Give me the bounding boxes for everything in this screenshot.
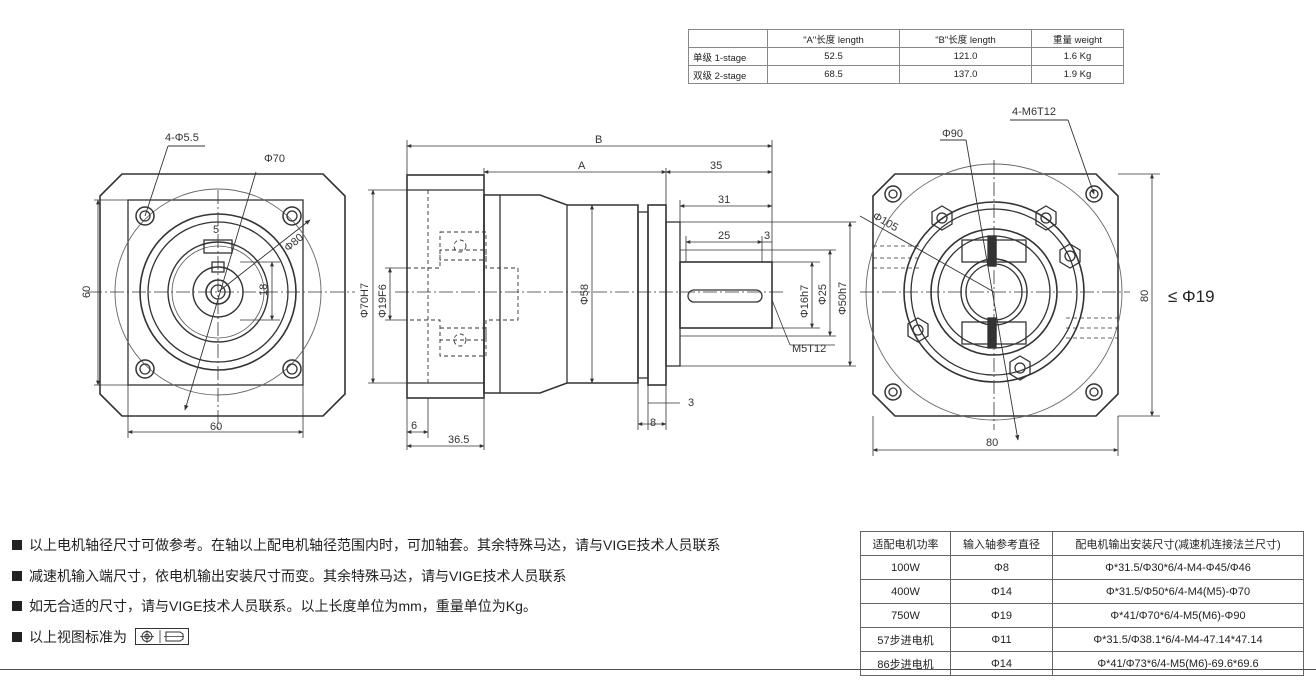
list-item: 以上电机轴径尺寸可做参考。在轴以上配电机轴径范围内时，可加轴套。其余特殊马达，请… — [12, 530, 720, 561]
motor-table: 适配电机功率 输入轴参考直径 配电机输出安装尺寸(减速机连接法兰尺寸) 100W… — [860, 531, 1304, 676]
list-item: 以上视图标准为 — [12, 622, 720, 653]
table-row: 100W Φ8 Φ*31.5/Φ30*6/4-M4-Φ45/Φ46 — [860, 555, 1304, 580]
motor-cell: Φ8 — [950, 555, 1053, 580]
front-height-label: 60 — [81, 286, 93, 298]
bullet-square-icon — [12, 540, 22, 551]
hole-spec-label: 4-Φ5.5 — [165, 132, 199, 144]
bullet-square-icon — [12, 601, 22, 612]
rear-pcd90-label: Φ90 — [942, 128, 963, 140]
note-text: 如无合适的尺寸，请与VIGE技术人员联系。以上长度单位为mm，重量单位为Kg。 — [29, 598, 537, 614]
pilot-diameter-label: Φ70H7 — [359, 283, 371, 318]
list-item: 减速机输入端尺寸，依电机输出安装尺寸而变。其余特殊马达，请与VIGE技术人员联系 — [12, 561, 720, 592]
mount-hole — [282, 206, 302, 226]
table-row: 86步进电机 Φ14 Φ*41/Φ73*6/4-M5(M6)-69.6*69.6 — [860, 651, 1304, 676]
table-row: 双级 2-stage 68.5 137.0 1.9 Kg — [688, 65, 1124, 84]
motor-header: 适配电机功率 — [860, 531, 951, 556]
mount-hole — [282, 359, 302, 379]
spigot-diameter-label: Φ50h7 — [837, 282, 849, 315]
mount-hole — [135, 206, 155, 226]
mount-hole — [135, 359, 155, 379]
motor-header: 配电机输出安装尺寸(减速机连接法兰尺寸) — [1052, 531, 1304, 556]
motor-cell: 400W — [860, 579, 951, 604]
collar-diameter-label: Φ25 — [817, 284, 829, 305]
mount-hole — [884, 185, 902, 203]
rear-height-label: 80 — [1139, 290, 1151, 302]
bolt-head — [1009, 355, 1031, 381]
motor-cell: Φ*31.5/Φ50*6/4-M4(M5)-Φ70 — [1052, 579, 1304, 604]
bottom-divider — [0, 669, 1316, 670]
rear-view — [859, 119, 1160, 456]
dim-31-label: 31 — [718, 194, 730, 206]
motor-cell: 100W — [860, 555, 951, 580]
dim-35-label: 35 — [710, 160, 722, 172]
mount-hole — [1085, 383, 1103, 401]
body-diameter-label: Φ58 — [579, 284, 591, 305]
rear-tap-label: 4-M6T12 — [1012, 106, 1056, 118]
dim-8-label: 8 — [650, 417, 656, 429]
side-view — [368, 140, 856, 450]
motor-cell: 86步进电机 — [860, 651, 951, 676]
first-angle-projection-icon — [135, 628, 189, 646]
tap-label: M5T12 — [792, 343, 826, 355]
bolt-head — [907, 317, 929, 343]
shaft-diameter-label: Φ16h7 — [799, 285, 811, 318]
motor-cell: Φ*31.5/Φ38.1*6/4-M4-47.14*47.14 — [1052, 627, 1304, 652]
motor-header: 输入轴参考直径 — [950, 531, 1053, 556]
bolt-head — [931, 205, 953, 231]
bolt-head — [1059, 243, 1081, 269]
technical-drawing: 4-Φ5.5 Φ70 Φ80 5 18 60 60 — [81, 106, 1215, 456]
motor-cell: Φ14 — [950, 651, 1053, 676]
front-width-label: 60 — [210, 421, 222, 433]
note-text: 以上视图标准为 — [29, 628, 127, 645]
table-row: 400W Φ14 Φ*31.5/Φ50*6/4-M4(M5)-Φ70 — [860, 579, 1304, 604]
dim-25-label: 25 — [718, 230, 730, 242]
spec-cell: 1.9 Kg — [1031, 65, 1124, 84]
dim-6-label: 6 — [411, 420, 417, 432]
dim-365-label: 36.5 — [448, 434, 469, 446]
note-text: 减速机输入端尺寸，依电机输出安装尺寸而变。其余特殊马达，请与VIGE技术人员联系 — [29, 567, 567, 584]
rear-width-label: 80 — [986, 437, 998, 449]
front-view — [88, 145, 355, 438]
dim-B-label: B — [595, 134, 602, 146]
dim-A-label: A — [578, 160, 586, 172]
motor-cell: Φ19 — [950, 603, 1053, 628]
notes-list: 以上电机轴径尺寸可做参考。在轴以上配电机轴径范围内时，可加轴套。其余特殊马达，请… — [12, 530, 720, 652]
table-row: 57步进电机 Φ11 Φ*31.5/Φ38.1*6/4-M4-47.14*47.… — [860, 627, 1304, 652]
dim-3-label: 3 — [764, 230, 770, 242]
bullet-square-icon — [12, 631, 22, 642]
mount-hole — [884, 383, 902, 401]
list-item: 如无合适的尺寸，请与VIGE技术人员联系。以上长度单位为mm，重量单位为Kg。 — [12, 591, 720, 622]
dim-3b-label: 3 — [688, 397, 694, 409]
spec-table: "A"长度 length "B"长度 length 重量 weight 单级 1… — [688, 29, 1124, 84]
motor-cell: Φ*31.5/Φ30*6/4-M4-Φ45/Φ46 — [1052, 555, 1304, 580]
max-bore-label: ≤ Φ19 — [1168, 287, 1215, 306]
table-row: 750W Φ19 Φ*41/Φ70*6/4-M5(M6)-Φ90 — [860, 603, 1304, 628]
bore-diameter-label: Φ19F6 — [377, 284, 389, 318]
motor-cell: Φ11 — [950, 627, 1053, 652]
note-text: 以上电机轴径尺寸可做参考。在轴以上配电机轴径范围内时，可加轴套。其余特殊马达，请… — [29, 537, 721, 553]
bolt-head — [1035, 205, 1057, 231]
motor-cell: Φ*41/Φ70*6/4-M5(M6)-Φ90 — [1052, 603, 1304, 628]
pcd-label: Φ70 — [264, 153, 285, 165]
bullet-square-icon — [12, 570, 22, 581]
motor-cell: 57步进电机 — [860, 627, 951, 652]
motor-cell: Φ*41/Φ73*6/4-M5(M6)-69.6*69.6 — [1052, 651, 1304, 676]
key-width-label: 5 — [213, 224, 219, 236]
motor-cell: Φ14 — [950, 579, 1053, 604]
keyway-depth-label: 18 — [258, 284, 270, 296]
motor-cell: 750W — [860, 603, 951, 628]
